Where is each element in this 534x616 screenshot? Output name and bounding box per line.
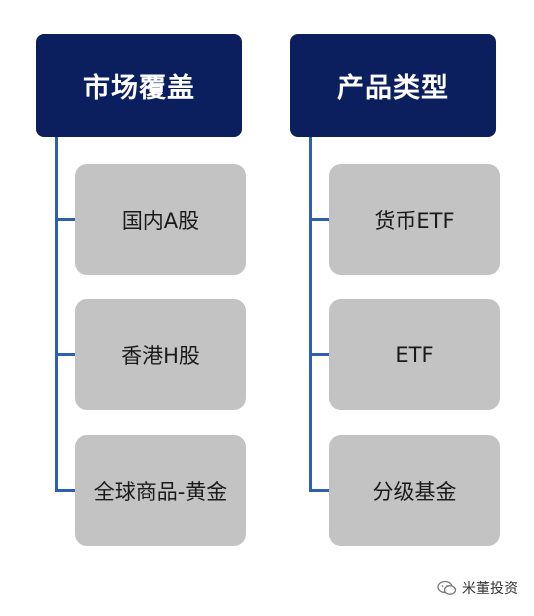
product-item-etf: ETF — [329, 299, 500, 410]
connector-branch — [55, 489, 75, 492]
market-coverage-header: 市场覆盖 — [36, 34, 242, 137]
product-type-header: 产品类型 — [290, 34, 496, 137]
connector-branch — [309, 218, 329, 221]
connector-branch — [309, 353, 329, 356]
connector-branch — [55, 353, 75, 356]
watermark: 米董投资 — [437, 578, 518, 598]
product-item-graded-fund: 分级基金 — [329, 435, 500, 546]
connector-branch — [55, 218, 75, 221]
market-item-hk-h-shares: 香港H股 — [75, 299, 246, 410]
product-type-connector — [309, 137, 312, 492]
market-coverage-connector — [55, 137, 58, 492]
watermark-text: 米董投资 — [462, 581, 518, 597]
market-item-global-commodity-gold: 全球商品-黄金 — [75, 435, 246, 546]
connector-branch — [309, 489, 329, 492]
product-item-money-etf: 货币ETF — [329, 164, 500, 275]
wechat-icon — [437, 580, 457, 595]
market-item-domestic-a-shares: 国内A股 — [75, 164, 246, 275]
